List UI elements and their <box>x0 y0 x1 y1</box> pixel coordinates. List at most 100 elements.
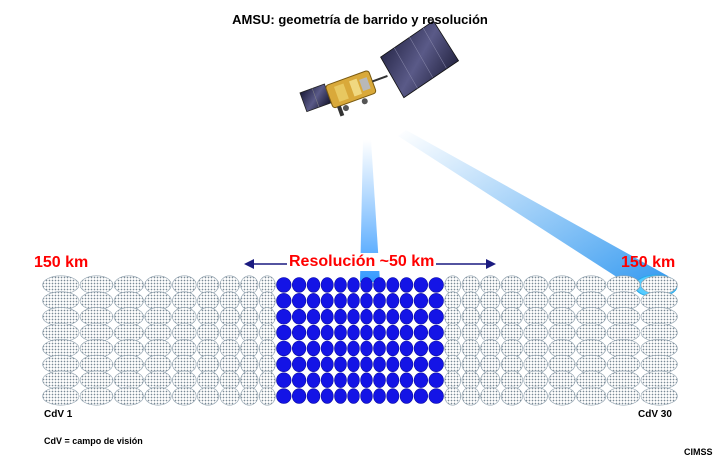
fov-cell <box>640 291 678 311</box>
fov-cell <box>480 307 501 327</box>
fov-cell <box>334 356 347 372</box>
fov-cell <box>276 356 292 372</box>
fov-cell <box>276 293 292 309</box>
fov-cell <box>113 386 144 406</box>
resolution-label: Resolución ~50 km <box>287 253 437 271</box>
fov-cell <box>444 323 462 343</box>
fov-cell <box>576 291 607 311</box>
fov-cell <box>240 307 259 327</box>
legend-text: CdV = campo de visión <box>44 436 143 446</box>
fov-cell <box>480 386 501 406</box>
fov-cell <box>276 277 292 293</box>
fov-cell <box>500 338 523 358</box>
fov-cell <box>79 323 114 343</box>
fov-cell <box>360 293 373 309</box>
fov-cell <box>386 324 400 341</box>
fov-cell <box>347 293 360 309</box>
fov-cell <box>606 323 641 343</box>
fov-cell <box>276 388 292 404</box>
fov-cell <box>240 386 259 406</box>
fov-cell <box>413 340 429 357</box>
fov-cell <box>500 370 523 390</box>
fov-cell <box>240 323 259 343</box>
fov-cell <box>640 370 678 390</box>
right-footprint-label: 150 km <box>621 254 676 271</box>
fov-cell <box>444 275 462 295</box>
fov-cell <box>500 307 523 327</box>
fov-cell <box>219 370 240 390</box>
fov-cell <box>79 291 114 311</box>
fov-cell <box>79 386 114 406</box>
fov-cell <box>347 388 360 404</box>
fov-cell <box>373 388 386 404</box>
fov-cell <box>428 324 444 341</box>
fov-cell <box>292 372 307 388</box>
fov-cell <box>548 370 576 390</box>
fov-cell <box>219 323 240 343</box>
fov-cell <box>428 277 444 293</box>
fov-cell <box>197 386 220 406</box>
fov-cell <box>347 324 360 341</box>
fov-cell <box>444 338 462 358</box>
fov-cell <box>42 370 80 390</box>
fov-cell <box>219 291 240 311</box>
fov-cell <box>172 291 197 311</box>
fov-cell <box>548 354 576 374</box>
fov-cell <box>576 354 607 374</box>
satellite-icon <box>299 20 460 117</box>
fov-cell <box>334 372 347 388</box>
fov-cell <box>306 277 321 293</box>
fov-cell <box>219 354 240 374</box>
fov-cell <box>258 370 276 390</box>
fov-cell <box>334 309 347 325</box>
fov-cell <box>500 354 523 374</box>
fov-cell <box>606 386 641 406</box>
fov-cell <box>79 338 114 358</box>
left-footprint-label: 150 km <box>34 254 89 271</box>
fov-cell <box>413 372 429 388</box>
fov-cell <box>219 386 240 406</box>
fov-cell <box>606 370 641 390</box>
fov-cell <box>79 275 114 295</box>
fov-cell <box>428 372 444 388</box>
fov-cell <box>320 309 334 325</box>
fov-cell <box>523 307 548 327</box>
fov-cell <box>373 324 386 341</box>
fov-cell <box>292 388 307 404</box>
fov-cell <box>197 307 220 327</box>
fov-cell <box>42 291 80 311</box>
fov-cell <box>240 338 259 358</box>
fov-cell <box>461 291 480 311</box>
fov-cell <box>444 370 462 390</box>
fov-cell <box>399 324 414 341</box>
fov-cell <box>428 293 444 309</box>
fov-cell <box>306 356 321 372</box>
fov-cell <box>640 307 678 327</box>
fov-cell <box>292 340 307 357</box>
fov-cell <box>428 356 444 372</box>
fov-cell <box>144 307 172 327</box>
fov-cell <box>42 354 80 374</box>
fov-cell <box>373 372 386 388</box>
fov-cell <box>113 354 144 374</box>
fov-cell <box>576 386 607 406</box>
fov-cell <box>461 323 480 343</box>
fov-cell <box>386 309 400 325</box>
fov-cell <box>306 372 321 388</box>
fov-cell <box>334 340 347 357</box>
fov-cell <box>399 356 414 372</box>
nadir-beam <box>360 140 380 282</box>
fov-cell <box>144 354 172 374</box>
fov-cell <box>461 338 480 358</box>
fov-cell <box>347 309 360 325</box>
fov-cell <box>576 323 607 343</box>
fov-cell <box>606 338 641 358</box>
fov-cell <box>219 307 240 327</box>
fov-cell <box>240 370 259 390</box>
fov-cell <box>292 309 307 325</box>
fov-cell <box>347 372 360 388</box>
fov-cell <box>548 291 576 311</box>
fov-cell <box>399 277 414 293</box>
fov-cell <box>461 386 480 406</box>
